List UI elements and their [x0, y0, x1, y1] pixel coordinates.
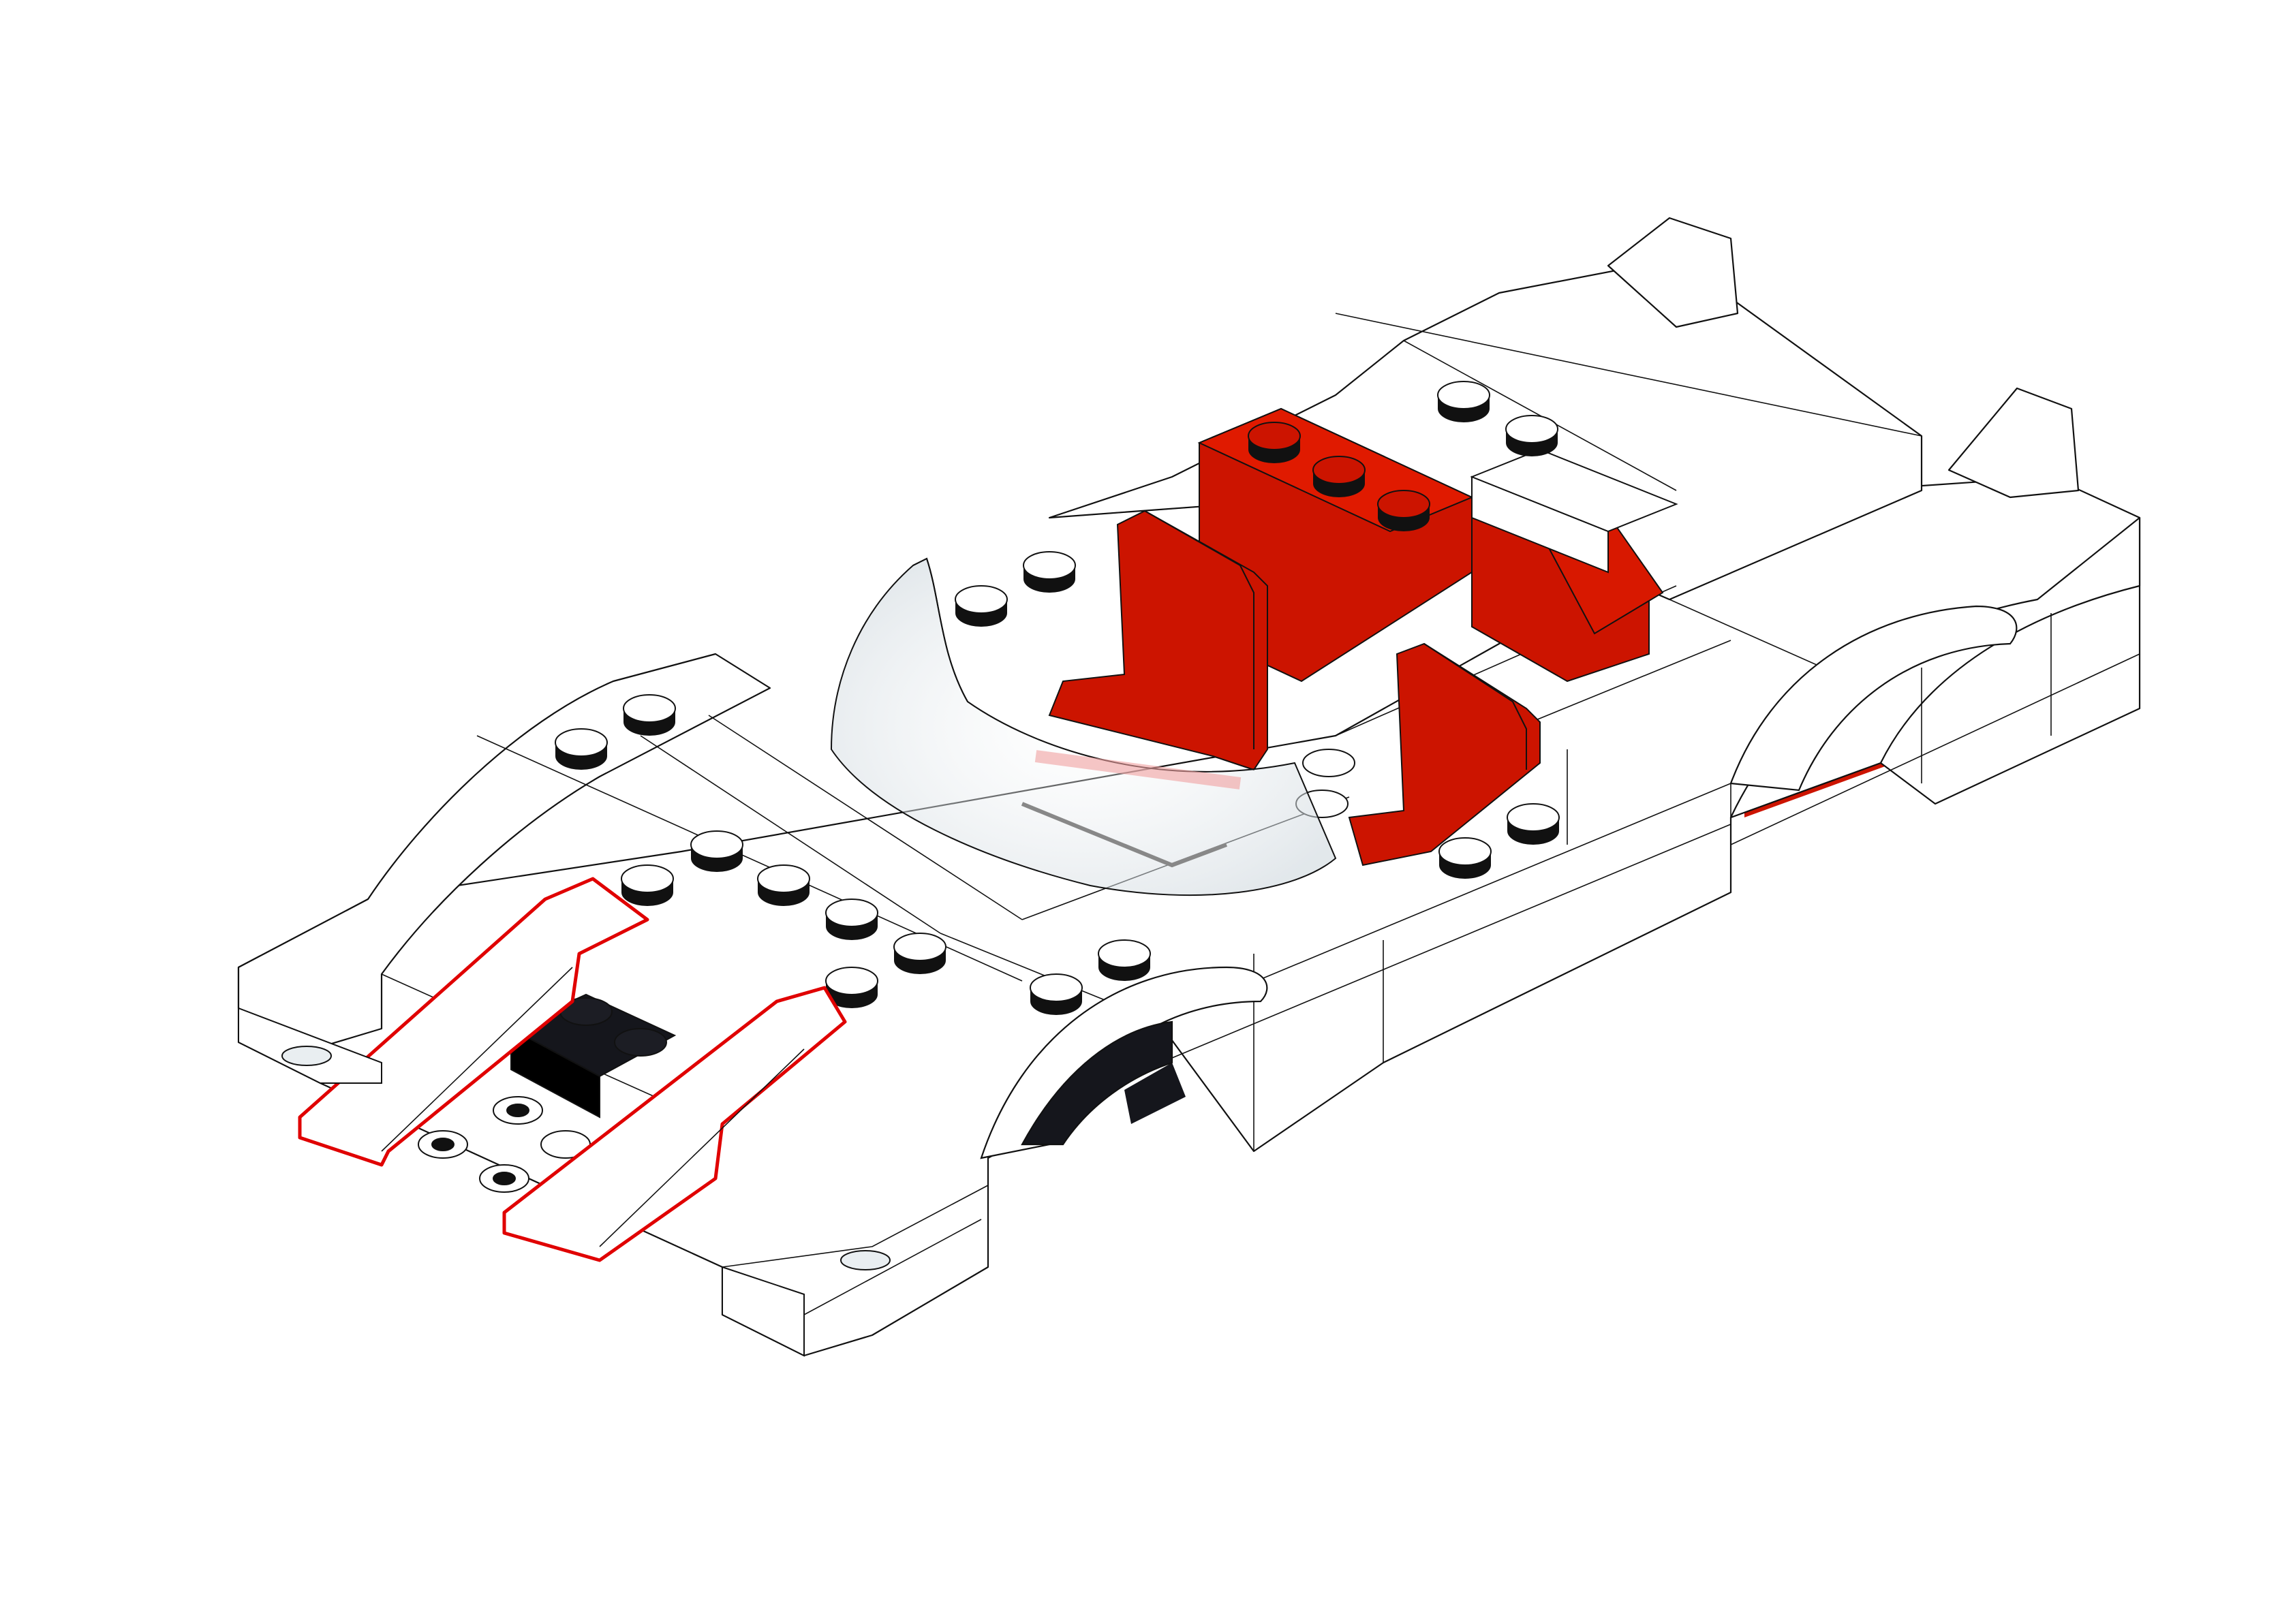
studs	[555, 381, 1560, 1015]
windscreen	[830, 557, 1337, 896]
stud-red-side	[1248, 436, 1430, 531]
wheel-arches	[980, 605, 2018, 1159]
hood-slope-left	[298, 877, 649, 1167]
technic-pins	[418, 1096, 591, 1193]
seat-back-right	[1348, 642, 1541, 866]
stud-white	[555, 381, 1560, 1002]
stud-side-dark	[555, 395, 1559, 1015]
hood-slope-right	[502, 986, 847, 1262]
front-lower-plates	[238, 1007, 891, 1357]
